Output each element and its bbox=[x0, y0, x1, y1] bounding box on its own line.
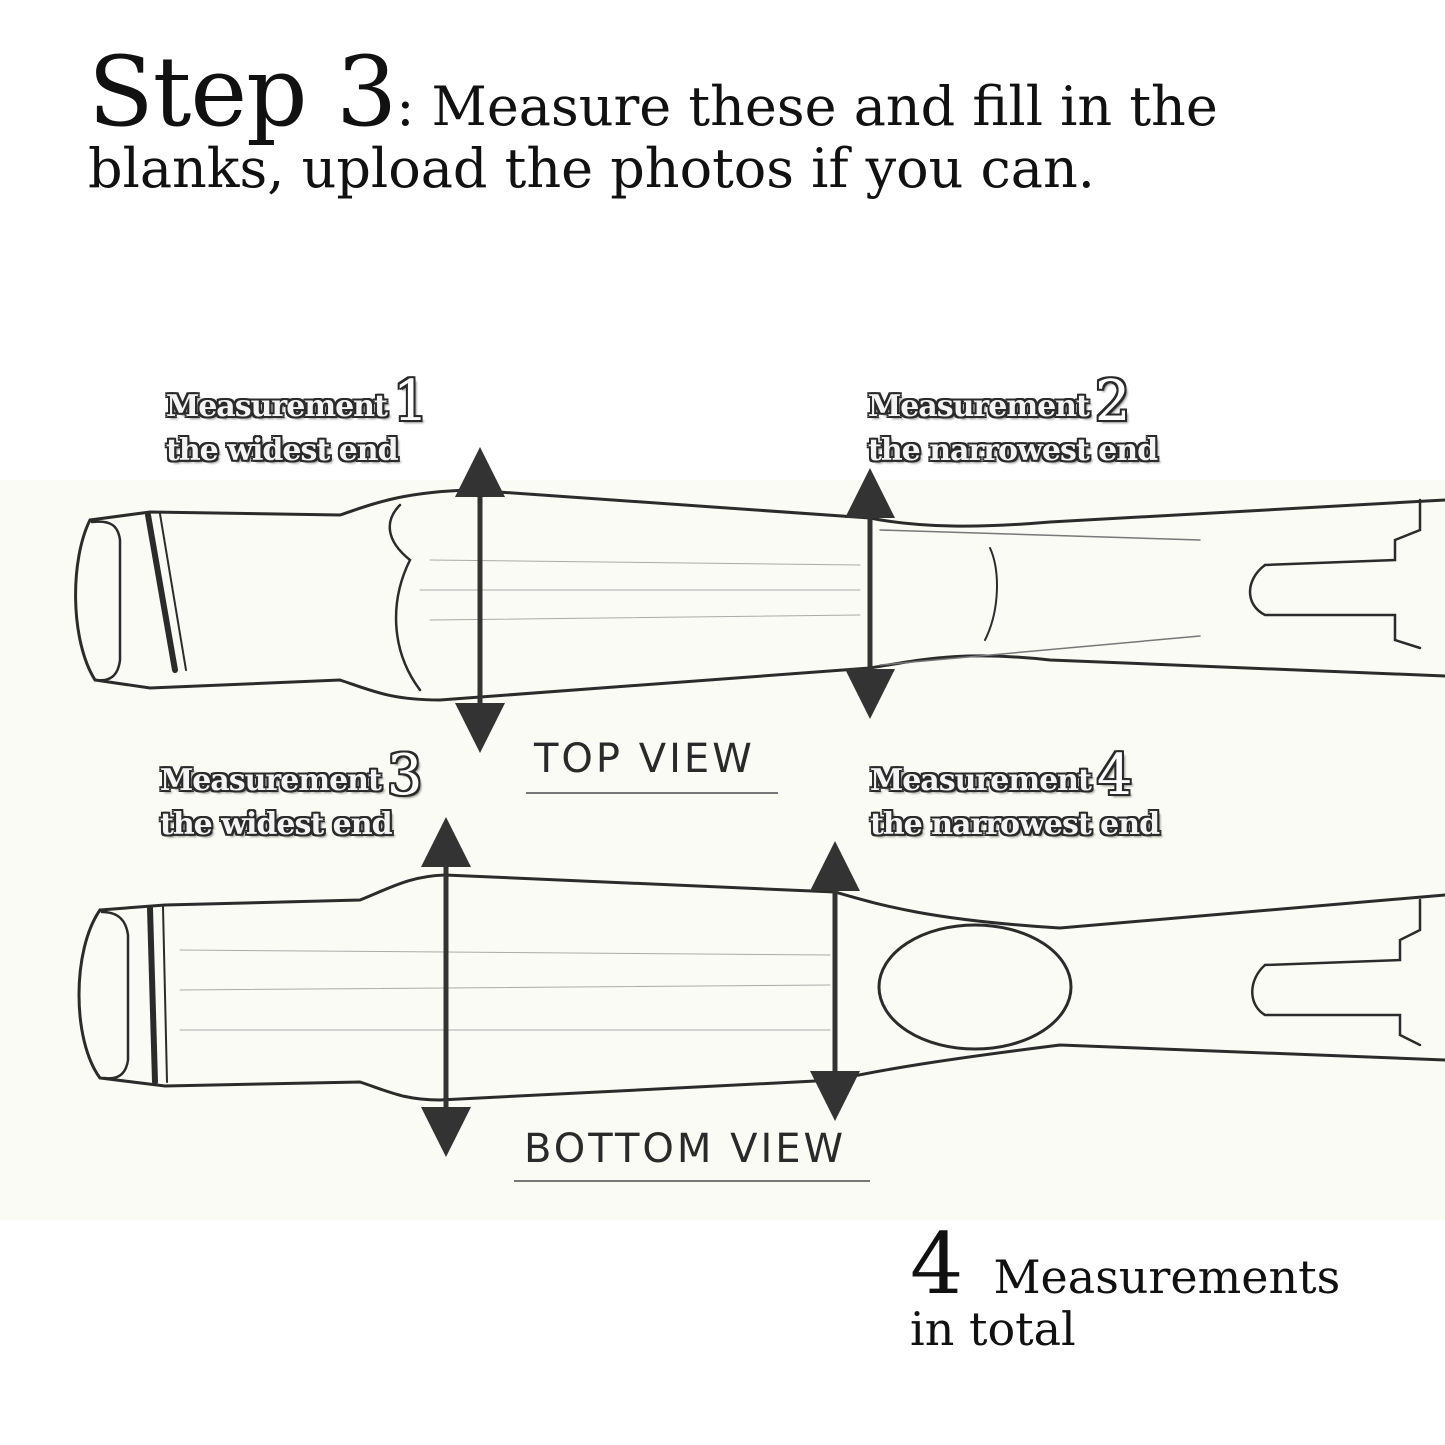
instruction-line-2: blanks, upload the photos if you can. bbox=[88, 137, 1095, 200]
total-count: 4 bbox=[910, 1215, 964, 1313]
measurement-2-description: the narrowest end bbox=[868, 433, 1158, 469]
measurement-3-number: 3 bbox=[386, 743, 423, 808]
top-view-label: TOP VIEW bbox=[534, 736, 755, 782]
bottom-view-label: BOTTOM VIEW bbox=[524, 1126, 847, 1172]
measurement-1-number: 1 bbox=[392, 369, 429, 434]
bottom-view-underline bbox=[514, 1180, 870, 1182]
total-tail: in total bbox=[910, 1302, 1076, 1356]
page-title: Step 3: Measure these and fill in the bl… bbox=[88, 44, 1388, 196]
measurement-3-description: the widest end bbox=[160, 807, 393, 843]
total-word: Measurements bbox=[993, 1250, 1341, 1304]
step-heading: Step 3 bbox=[88, 36, 397, 148]
instruction-line-1: : Measure these and fill in the bbox=[396, 75, 1218, 138]
measurement-4-number: 4 bbox=[1096, 743, 1133, 808]
top-view-underline bbox=[526, 792, 778, 794]
sketch-background bbox=[0, 480, 1445, 1220]
measurement-1-description: the widest end bbox=[166, 433, 399, 469]
measurement-2-number: 2 bbox=[1094, 369, 1131, 434]
bottom-view-stock bbox=[77, 873, 1445, 1102]
measurement-4-description: the narrowest end bbox=[870, 807, 1160, 843]
top-view-stock bbox=[74, 488, 1445, 702]
